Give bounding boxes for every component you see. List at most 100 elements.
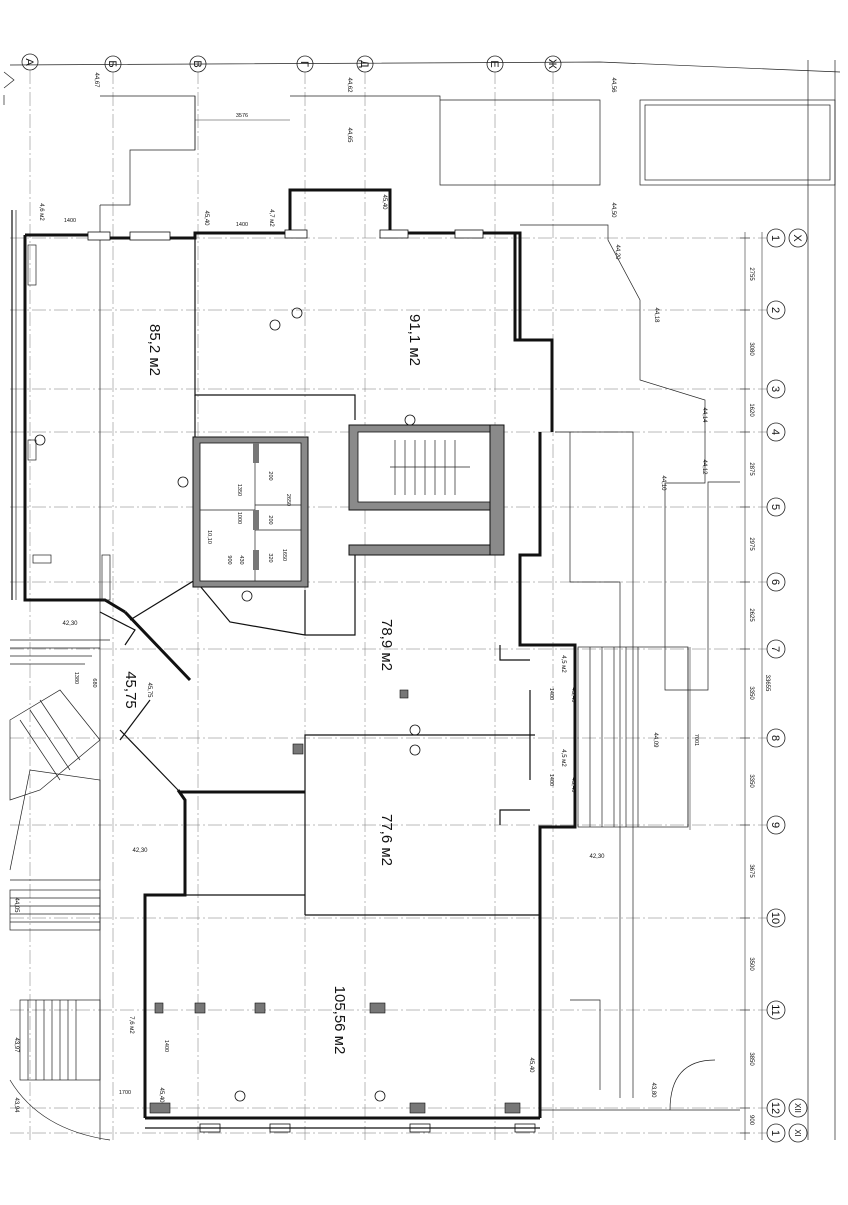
dim-overall-33655: 33655 (764, 675, 770, 692)
letter-axis-bubbles: А Б В Г Д Е Ж (21, 53, 562, 73)
room-area-45-75: 45,75 (122, 671, 139, 709)
dim-1380: 1380 (73, 672, 79, 684)
dim-1400-d: 1400 (548, 774, 554, 786)
dim-2755: 2755 (748, 267, 754, 281)
elev-45-75: 45,75 (146, 682, 152, 698)
elev-45-40-f: 45,40 (158, 1087, 164, 1103)
elev-44-18: 44,18 (653, 307, 659, 323)
dim-1400-c: 1400 (548, 688, 554, 700)
small-area-4-5-b: 4,5 м2 (560, 749, 566, 767)
axis-label-9: 9 (769, 822, 781, 828)
number-axis-bubbles: 1 X 2 3 4 5 6 7 8 9 10 11 12 XII 1 XI (766, 228, 808, 1143)
elev-43-94: 43,94 (13, 1097, 19, 1113)
elev-44-14: 44,14 (701, 407, 707, 423)
room-area-78-9: 78,9 м2 (378, 619, 395, 671)
section-marker (3, 71, 15, 105)
axis-label-12: 12 (769, 1102, 781, 1114)
site-outline (9, 60, 841, 1140)
axis-label-d: Д (358, 60, 370, 68)
dim-7001: 7001 (693, 734, 699, 746)
dim-200-b: 200 (267, 515, 273, 524)
dim-3500: 3500 (748, 957, 754, 971)
dim-430: 430 (238, 555, 244, 564)
dim-900: 900 (748, 1115, 754, 1126)
misc-dimensions: 3576 1400 1400 1400 1400 1400 1700 7001 … (64, 113, 699, 1096)
plumbing-fixtures (34, 307, 421, 1102)
elev-45-40-d: 45,40 (570, 777, 576, 793)
elev-44-56: 44,56 (610, 77, 616, 93)
elev-44-50: 44,50 (610, 202, 616, 218)
columns (149, 689, 521, 1114)
dim-2875: 2875 (748, 462, 754, 476)
room-area-105-56: 105,56 м2 (331, 986, 348, 1055)
dim-320: 320 (267, 553, 273, 562)
dim-1700: 1700 (119, 1090, 131, 1096)
dim-680: 680 (91, 678, 97, 687)
axis-label-b: Б (106, 60, 118, 67)
stair-core (348, 424, 505, 556)
elevation-marks: 44,67 44,62 44,56 44,65 44,50 44,20 44,1… (13, 72, 707, 1113)
dim-10-10: 10,10 (206, 530, 212, 544)
elev-44-09: 44,09 (652, 732, 658, 748)
axis-label-g: Г (298, 61, 310, 67)
elev-45-40-e: 45,40 (528, 1057, 534, 1073)
elev-42-30-c: 42,30 (589, 854, 605, 860)
small-room-labels: 4,6 м2 4,7 м2 4,5 м2 4,5 м2 7,6 м2 (38, 203, 566, 1034)
axis-label-roman-xi: XI (793, 1129, 802, 1137)
axis-label-zh: Ж (546, 59, 558, 69)
axis-label-roman-x: X (791, 234, 803, 242)
axis-label-6: 6 (769, 579, 781, 585)
dim-2625: 2625 (748, 608, 754, 622)
axis-label-a: А (23, 58, 35, 66)
axis-label-e: Е (488, 60, 500, 67)
small-area-4-5-a: 4,5 м2 (560, 655, 566, 673)
left-terrace-stairs (9, 205, 111, 1141)
dim-900-core: 900 (226, 555, 232, 564)
small-area-4-6: 4,6 м2 (38, 203, 44, 221)
elev-44-20: 44,20 (614, 244, 620, 260)
dim-1350: 1350 (236, 484, 242, 496)
elev-45-40-c: 45,40 (570, 687, 576, 703)
room-area-labels: 85,2 м2 91,1 м2 78,9 м2 77,6 м2 105,56 м… (122, 314, 423, 1054)
dim-2650: 2650 (285, 494, 291, 506)
dim-2975: 2975 (748, 537, 754, 551)
axis-label-5: 5 (769, 504, 781, 510)
elev-44-12: 44,12 (701, 459, 707, 475)
axis-label-7: 7 (769, 646, 781, 652)
right-dimension-chain: 2755 3080 1620 2875 2975 2625 3350 3350 … (740, 232, 770, 1140)
dim-1650: 1650 (281, 549, 287, 561)
sanitary-core: 1350 1000 200 200 2650 1650 320 430 900 … (192, 436, 309, 588)
right-entrance-steps (577, 646, 689, 828)
room-area-77-6: 77,6 м2 (378, 814, 395, 866)
left-glazing (11, 210, 111, 601)
small-area-7-6: 7,6 м2 (128, 1016, 134, 1034)
axis-label-8: 8 (769, 735, 781, 741)
elev-42-30-a: 42,30 (62, 621, 78, 627)
axis-label-4: 4 (769, 429, 781, 435)
dim-1400-e: 1400 (163, 1040, 169, 1052)
axis-label-10: 10 (769, 912, 781, 924)
building-walls (23, 188, 577, 1120)
axis-label-1-bottom: 1 (769, 1130, 781, 1136)
dim-1400-a: 1400 (64, 218, 76, 224)
elev-45-40-a: 45,40 (203, 210, 209, 226)
elev-45-40-b: 45,40 (381, 194, 387, 210)
elev-43-80: 43,80 (650, 1082, 656, 1098)
room-area-91-1: 91,1 м2 (406, 314, 423, 366)
dim-1000: 1000 (236, 512, 242, 524)
dim-3675: 3675 (748, 864, 754, 878)
elev-44-67: 44,67 (93, 72, 99, 88)
letter-grid-axes (29, 70, 554, 1140)
dim-1400-b: 1400 (236, 222, 248, 228)
dim-3080: 3080 (748, 342, 754, 356)
dim-3850: 3850 (748, 1052, 754, 1066)
elev-44-62: 44,62 (346, 77, 352, 93)
dim-1620: 1620 (748, 403, 754, 417)
elev-44-65: 44,65 (346, 127, 352, 143)
dim-3350-b: 3350 (748, 774, 754, 788)
dim-200-a: 200 (267, 471, 273, 480)
axis-label-3: 3 (769, 386, 781, 392)
elev-44-05: 44,05 (13, 897, 19, 913)
axis-label-1: 1 (769, 235, 781, 241)
